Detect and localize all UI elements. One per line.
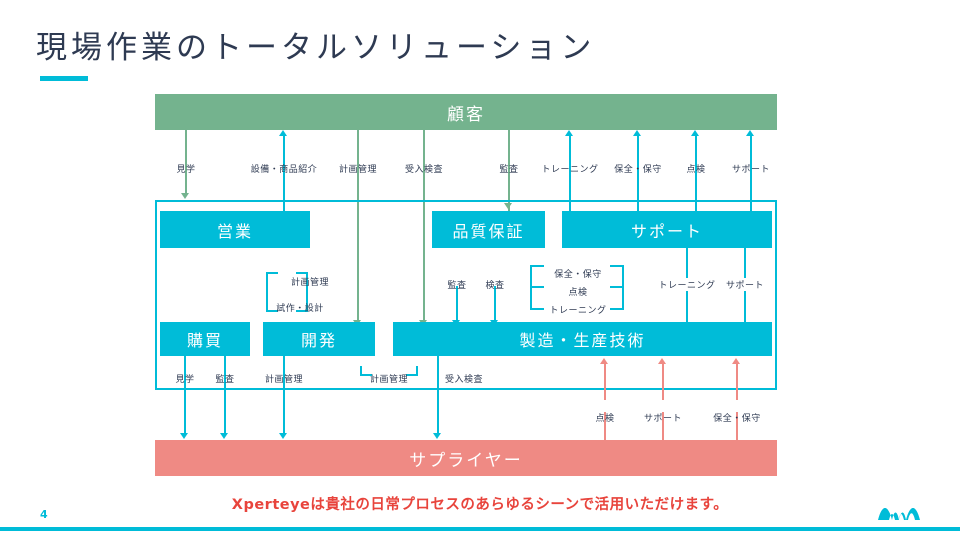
bracket-support — [530, 265, 624, 310]
ama-wave-logo — [878, 508, 920, 520]
arrow-red-support — [658, 358, 666, 364]
connector-plan-mgmt — [357, 130, 359, 320]
label-dev-prototype: 試作・設計 — [276, 304, 324, 314]
arrow-red-maintenance — [732, 358, 740, 364]
arrow-red-inspection — [600, 358, 608, 364]
tagline: Xperteyeは貴社の日常プロセスのあらゆるシーンで活用いただけます。 — [231, 497, 729, 513]
connector-maintenance — [637, 136, 639, 218]
connector-inspection — [695, 136, 697, 218]
connector-sup-audit — [224, 356, 226, 433]
arrow-inspection — [691, 130, 699, 136]
label-red-inspection: 点検 — [595, 414, 615, 424]
label-dev-plan-mgmt: 計画管理 — [290, 278, 330, 288]
supplier-bar: サプライヤー — [155, 440, 777, 476]
label-qa-audit: 監査 — [447, 281, 467, 291]
arrow-tour — [181, 193, 189, 199]
label-support-training: トレーニング — [549, 306, 607, 316]
label-red-support: サポート — [643, 414, 683, 424]
arrow-audit — [504, 203, 512, 209]
connector-red-inspection — [604, 364, 606, 400]
dept-manufacturing[interactable]: 製造・生産技術 — [393, 322, 772, 356]
label-support-right-training: トレーニング — [655, 278, 719, 291]
arrow-sup-audit — [220, 433, 228, 439]
dept-sales[interactable]: 営業 — [160, 211, 310, 248]
label-maintenance: 保全・保守 — [614, 165, 662, 175]
connector-audit — [508, 130, 510, 220]
label-red-maintenance: 保全・保守 — [713, 414, 761, 424]
arrow-equipment-intro — [279, 130, 287, 136]
arrow-support — [746, 130, 754, 136]
connector-sup-incoming-inspection — [437, 356, 439, 433]
arrow-training — [565, 130, 573, 136]
customer-bar: 顧客 — [155, 94, 777, 130]
bracket-development — [266, 272, 308, 312]
arrow-maintenance — [633, 130, 641, 136]
label-sup-plan-mgmt: 計画管理 — [264, 375, 304, 385]
bracket-sup-plan-mgmt — [360, 366, 418, 376]
connector-equipment-intro — [283, 136, 285, 218]
connector-incoming-inspection — [423, 130, 425, 320]
company-frame — [155, 200, 777, 390]
dept-purchasing[interactable]: 購買 — [160, 322, 250, 356]
arrow-sup-tour — [180, 433, 188, 439]
connector-training — [569, 136, 571, 218]
page-number: 4 — [40, 508, 48, 521]
connector-red-maintenance-lower — [736, 412, 738, 440]
footer-rule — [0, 527, 960, 531]
label-incoming-inspection: 受入検査 — [404, 165, 444, 175]
connector-sup-tour — [184, 356, 186, 433]
label-equipment-intro: 設備・商品紹介 — [250, 165, 318, 175]
connector-red-inspection-lower — [604, 412, 606, 440]
label-support: サポート — [731, 165, 771, 175]
label-tour: 見学 — [176, 165, 196, 175]
connector-support — [750, 136, 752, 218]
title-underline — [40, 76, 88, 81]
arrow-sup-plan-mgmt — [279, 433, 287, 439]
label-sup-tour: 見学 — [175, 375, 195, 385]
label-support-inspection: 点検 — [568, 288, 588, 298]
connector-qa-audit — [456, 286, 458, 320]
label-sup-audit: 監査 — [215, 375, 235, 385]
page-title: 現場作業のトータルソリューション — [36, 30, 596, 66]
connector-sup-plan-mgmt — [283, 356, 285, 433]
arrow-qa-inspection — [490, 320, 498, 326]
label-qa-inspection: 検査 — [485, 281, 505, 291]
dept-support[interactable]: サポート — [562, 211, 772, 248]
connector-qa-inspection — [494, 286, 496, 320]
label-support-maintenance: 保全・保守 — [554, 270, 602, 280]
label-sup-incoming-inspection: 受入検査 — [444, 375, 484, 385]
label-support-right-support: サポート — [722, 278, 768, 291]
label-inspection: 点検 — [686, 165, 706, 175]
label-audit: 監査 — [499, 165, 519, 175]
arrow-qa-audit — [452, 320, 460, 326]
dept-development[interactable]: 開発 — [263, 322, 375, 356]
label-plan-mgmt: 計画管理 — [338, 165, 378, 175]
connector-red-support-lower — [662, 412, 664, 440]
label-training: トレーニング — [541, 165, 599, 175]
label-sup-plan-mgmt-2: 計画管理 — [369, 375, 409, 385]
connector-red-maintenance — [736, 364, 738, 400]
connector-tour — [185, 130, 187, 193]
dept-quality-assurance[interactable]: 品質保証 — [432, 211, 545, 248]
arrow-sup-incoming-inspection — [433, 433, 441, 439]
connector-red-support — [662, 364, 664, 400]
